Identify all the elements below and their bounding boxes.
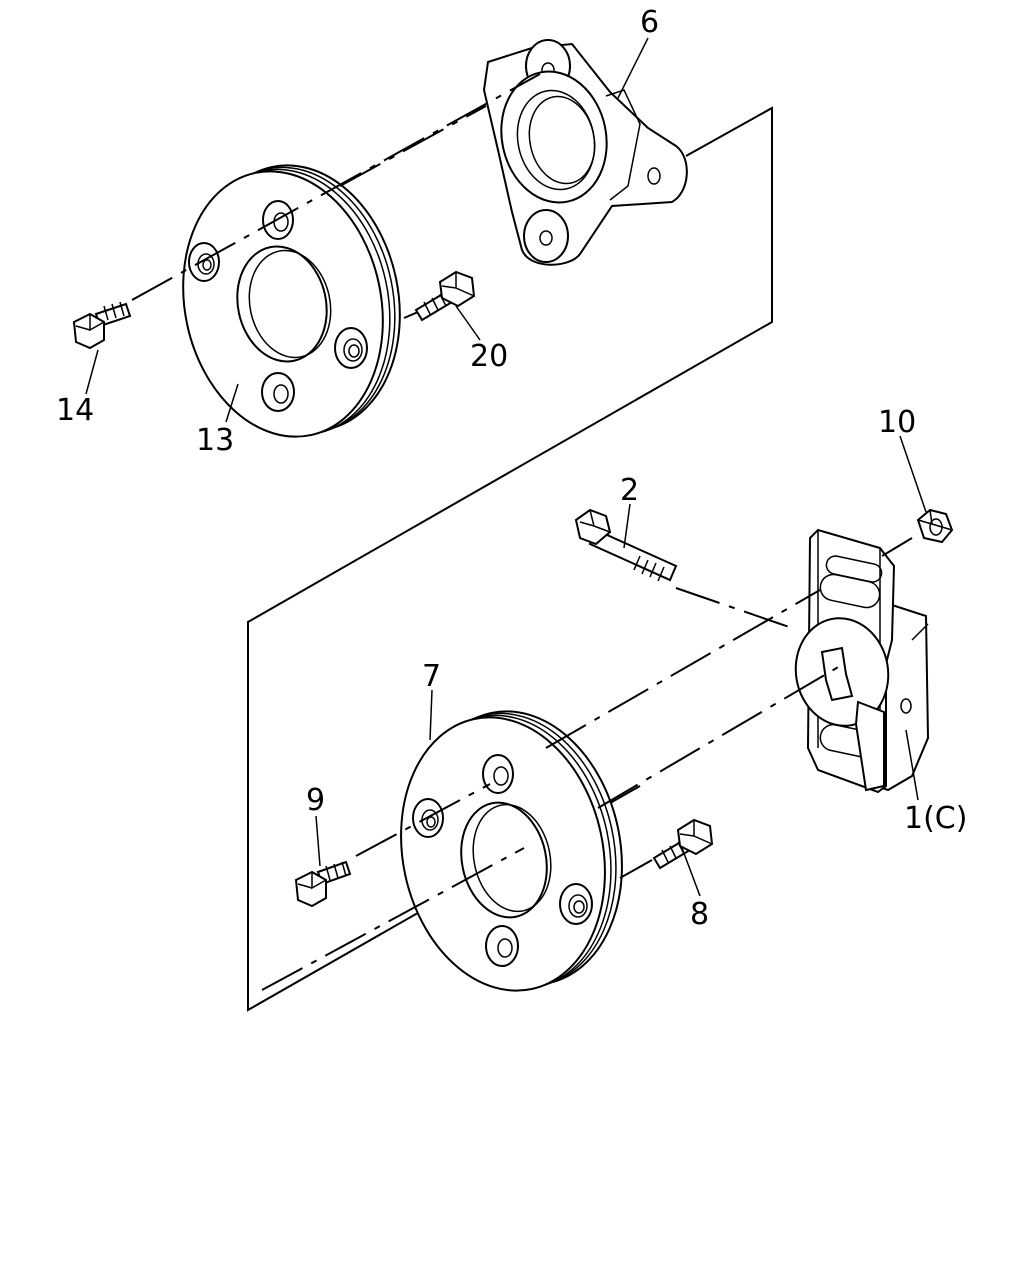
callout-6: 6 <box>640 5 659 40</box>
callout-7: 7 <box>422 659 441 694</box>
part-20-bolt <box>414 270 476 322</box>
callout-13: 13 <box>196 423 234 458</box>
callout-10: 10 <box>878 405 916 440</box>
assembly-boundary-plane <box>247 106 773 1012</box>
callout-2: 2 <box>620 473 639 508</box>
upper-center-lines <box>131 73 541 319</box>
part-8-bolt <box>652 818 714 870</box>
part-7-lower-flex-disc <box>400 710 623 992</box>
part-1-clamp-yoke <box>794 528 930 794</box>
leader-lines <box>85 37 927 897</box>
callout-20: 20 <box>470 339 508 374</box>
part-13-upper-flex-disc <box>182 164 401 438</box>
part-2-long-bolt <box>574 508 678 582</box>
part-10-nut <box>916 508 954 544</box>
lower-center-lines <box>261 537 913 991</box>
callout-9: 9 <box>306 783 325 818</box>
callout-14: 14 <box>56 393 94 428</box>
callout-8: 8 <box>690 897 709 932</box>
callout-1-c: 1(C) <box>904 801 967 836</box>
part-6-flange-yoke <box>482 39 688 266</box>
part-9-bolt <box>294 860 352 908</box>
part-14-bolt <box>72 301 132 350</box>
